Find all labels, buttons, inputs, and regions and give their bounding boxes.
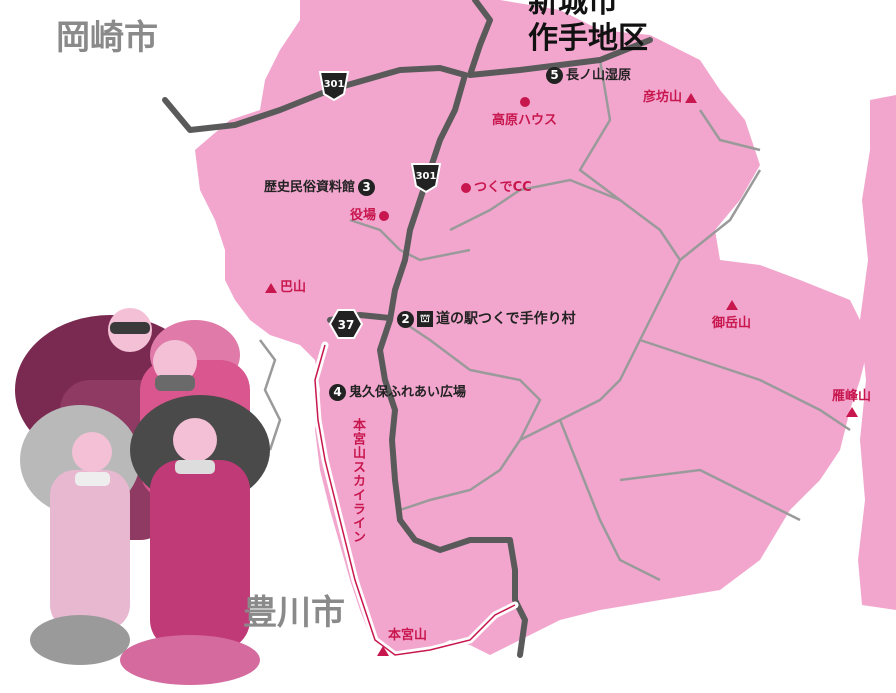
neighbor-area-strip (858, 95, 896, 610)
point-label: 道の駅つくで手作り村 (436, 311, 576, 327)
mountain-label: 彦坊山 (643, 90, 683, 105)
place-kogen-house[interactable]: 高原ハウス (492, 94, 557, 128)
mountain-label: 本宮山 (388, 628, 428, 643)
mountain-peak-icon (725, 299, 738, 310)
svg-text:37: 37 (338, 318, 355, 332)
roadside-station-icon: ⛫ (417, 311, 433, 327)
mountain-peak-icon (845, 406, 858, 417)
point-number-4: 4 (329, 384, 346, 401)
place-tsukude-cc[interactable]: つくでCC (458, 176, 532, 195)
point-label: 鬼久保ふれあい広場 (349, 385, 467, 400)
point-number-2: 2 (397, 310, 414, 328)
route-301-shield-a: 301 (318, 71, 350, 102)
city-label-okazaki: 岡崎市 (56, 18, 158, 58)
mountain-label: 御岳山 (712, 316, 752, 331)
place-label: 役場 (350, 208, 377, 223)
city-label-shinshiro: 新城市 (528, 0, 618, 20)
mountain-hongu[interactable]: 本宮山 (374, 624, 427, 658)
route-37-shield: 37 (328, 309, 364, 339)
city-label-toyokawa: 豊川市 (243, 593, 345, 633)
place-town-office[interactable]: 役場 (350, 204, 392, 223)
point-label: 長ノ山湿原 (566, 68, 632, 83)
skyline-label: 本宮山スカイライン (350, 418, 365, 544)
place-dot-icon (519, 96, 530, 107)
mountain-label: 巴山 (280, 280, 307, 295)
mountain-tomoe[interactable]: 巴山 (262, 276, 306, 295)
mountain-gampou[interactable]: 雁峰山 (832, 385, 871, 419)
point-label: 歴史民俗資料館 (264, 180, 356, 195)
place-label: つくでCC (474, 180, 532, 195)
svg-text:301: 301 (324, 79, 345, 90)
route-301-shield-b: 301 (410, 163, 442, 194)
mountain-label: 雁峰山 (832, 389, 872, 404)
place-dot-icon (461, 182, 471, 193)
place-dot-icon (379, 210, 390, 221)
mountain-peak-icon (265, 282, 277, 293)
mountain-hikobo[interactable]: 彦坊山 (643, 86, 700, 105)
birdwatchers-illustration (15, 308, 270, 685)
mountain-peak-icon (377, 645, 389, 656)
point-number-3: 3 (358, 179, 376, 196)
point-number-5: 5 (546, 67, 563, 84)
mountain-mitake[interactable]: 御岳山 (712, 297, 751, 331)
svg-text:301: 301 (416, 171, 437, 182)
district-label-tsukude: 作手地区 (528, 21, 648, 56)
tsukude-district-area (195, 0, 870, 655)
skyline-road-line (314, 344, 516, 656)
mountain-peak-icon (685, 92, 698, 103)
point-2-roadside-station[interactable]: 2⛫道の駅つくで手作り村 (394, 308, 576, 328)
river-lines (259, 59, 851, 582)
place-label: 高原ハウス (492, 113, 558, 128)
